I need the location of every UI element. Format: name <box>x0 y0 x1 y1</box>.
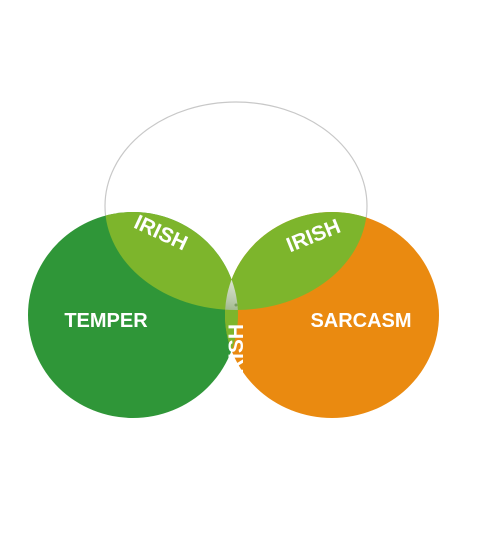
intersection-top-left <box>105 212 238 310</box>
label-irish-bottom: IRISH <box>225 324 248 380</box>
label-sarcasm: SARCASM <box>310 310 411 332</box>
label-temper: TEMPER <box>64 310 148 332</box>
intersection-top-right <box>225 212 367 310</box>
